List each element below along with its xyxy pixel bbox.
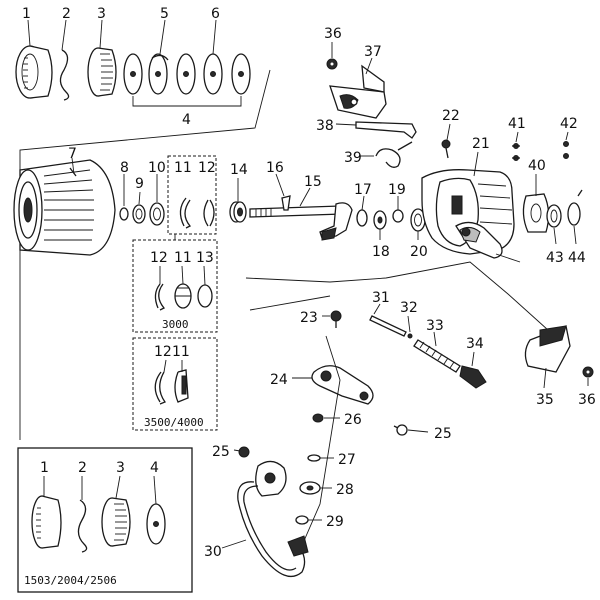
part-30-bail-wire [221, 460, 309, 577]
label-1: 1 [22, 6, 31, 22]
label-31: 31 [372, 290, 390, 306]
part-4-5-6-washers [123, 53, 251, 95]
caption-3500: 3500/4000 [144, 416, 204, 429]
part-39-spring [360, 141, 413, 168]
label-3000-13: 13 [196, 250, 214, 266]
leaders-8-10 [123, 174, 158, 206]
parts-40-44-cover [512, 131, 583, 245]
assembly-guide-line-4 [299, 335, 341, 551]
part-25-screw-left [233, 446, 250, 458]
label-26: 26 [344, 412, 362, 428]
label-36b: 36 [578, 392, 596, 408]
part-22-screw [441, 123, 451, 159]
part-23-screw [322, 310, 342, 328]
label-10: 10 [148, 160, 166, 176]
part-36-screw-bottom [582, 366, 594, 386]
variant-box-3000 [132, 234, 218, 333]
label-21: 21 [472, 136, 490, 152]
leaders-top [27, 19, 217, 55]
label-small-1: 1 [40, 460, 49, 476]
parts-11-12-clip [179, 197, 215, 229]
label-7: 7 [68, 146, 77, 162]
part-16-pin [275, 173, 291, 211]
label-29: 29 [326, 514, 344, 530]
label-32: 32 [400, 300, 418, 316]
small-model-parts [31, 475, 166, 553]
label-22: 22 [442, 108, 460, 124]
label-12: 12 [198, 160, 216, 176]
assembly-guide-line-2 [245, 261, 549, 331]
label-16: 16 [266, 160, 284, 176]
label-small-4: 4 [150, 460, 159, 476]
label-3000-11: 11 [174, 250, 192, 266]
caption-small-models: 1503/2004/2506 [24, 574, 117, 587]
parts-8-10-washers [119, 202, 165, 226]
label-14: 14 [230, 162, 248, 178]
bracket-part-4 [132, 96, 242, 107]
label-34: 34 [466, 336, 484, 352]
part-7-spool [13, 159, 116, 256]
label-3000-12: 12 [150, 250, 168, 266]
label-15: 15 [304, 174, 322, 190]
part-35-rotor-cover [524, 325, 571, 389]
part-15-main-shaft [249, 187, 353, 241]
label-44: 44 [568, 250, 586, 266]
part-24-bail-arm [292, 365, 374, 405]
label-18: 18 [372, 244, 390, 260]
label-43: 43 [546, 250, 564, 266]
label-38: 38 [316, 118, 334, 134]
variant-box-small-models [17, 447, 193, 593]
part-36-screw-top [326, 42, 338, 70]
label-41: 41 [508, 116, 526, 132]
label-3500-12: 12 [154, 344, 172, 360]
label-3: 3 [97, 6, 106, 22]
label-4: 4 [182, 112, 191, 128]
part-2-spring-clip [59, 49, 70, 101]
label-2: 2 [62, 6, 71, 22]
label-39: 39 [344, 150, 362, 166]
label-17: 17 [354, 182, 372, 198]
label-28: 28 [336, 482, 354, 498]
label-25: 25 [434, 426, 452, 442]
label-small-2: 2 [78, 460, 87, 476]
label-5: 5 [160, 6, 169, 22]
label-8: 8 [120, 160, 129, 176]
parts-17-20-washers [356, 195, 426, 240]
label-30: 30 [204, 544, 222, 560]
part-14-bearing [229, 178, 247, 223]
label-25b: 25 [212, 444, 230, 460]
part-38-rod [335, 121, 417, 139]
part-25-screw-right [393, 424, 429, 436]
label-9: 9 [135, 176, 144, 192]
label-6: 6 [211, 6, 220, 22]
label-40: 40 [528, 158, 546, 174]
variant-box-11-12 [167, 155, 217, 235]
variant-box-3500 [132, 337, 218, 431]
label-20: 20 [410, 244, 428, 260]
label-35: 35 [536, 392, 554, 408]
label-23: 23 [300, 310, 318, 326]
assembly-guide-line [19, 69, 271, 440]
parts-26-29-washers [295, 413, 340, 525]
label-11: 11 [174, 160, 192, 176]
caption-3000: 3000 [162, 318, 189, 331]
label-36: 36 [324, 26, 342, 42]
label-27: 27 [338, 452, 356, 468]
label-small-3: 3 [116, 460, 125, 476]
label-37: 37 [364, 44, 382, 60]
part-1-drag-knob [15, 45, 53, 99]
label-3500-11: 11 [172, 344, 190, 360]
assembly-guide-line-3 [249, 295, 331, 311]
part-number-labels: 1 2 3 5 6 4 7 8 9 10 11 12 14 16 15 17 1… [22, 6, 596, 587]
part-37-side-cover [329, 57, 387, 119]
part-21-body-frame [421, 151, 521, 263]
label-19: 19 [388, 182, 406, 198]
label-33: 33 [426, 318, 444, 334]
label-24: 24 [270, 372, 288, 388]
parts-31-34-stopper [369, 303, 487, 389]
label-42: 42 [560, 116, 578, 132]
part-3-drag-washer-stack [87, 47, 117, 97]
